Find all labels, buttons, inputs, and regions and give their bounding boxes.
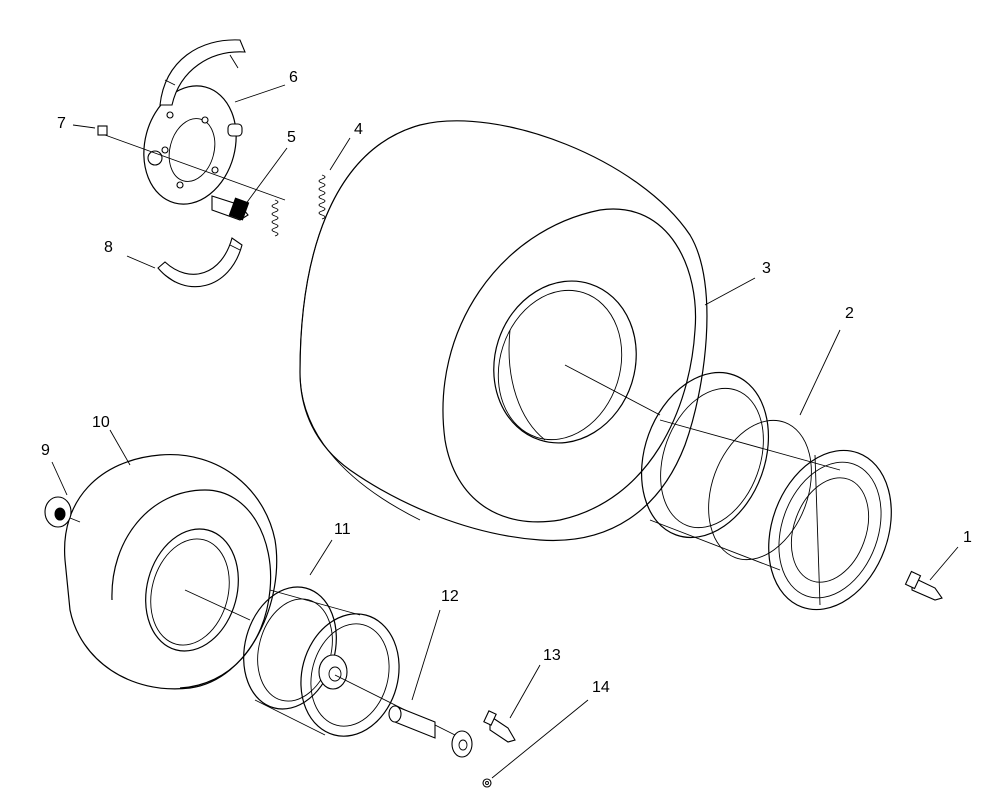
front-tire xyxy=(64,454,278,690)
rear-rim xyxy=(640,371,892,611)
callout-1: 1 xyxy=(963,529,972,546)
callout-9: 9 xyxy=(41,442,50,459)
rear-tire xyxy=(299,120,708,542)
valve-stem-large xyxy=(904,570,943,601)
axle-spacer xyxy=(388,705,473,758)
leader-lines xyxy=(51,84,959,779)
clip-7 xyxy=(97,125,108,136)
callout-2: 2 xyxy=(845,305,854,322)
grease-fitting xyxy=(482,778,492,788)
brake-backing-plate xyxy=(104,85,286,221)
callout-11: 11 xyxy=(334,521,351,538)
callout-5: 5 xyxy=(287,129,296,146)
callout-6: 6 xyxy=(289,69,298,86)
bushing-9 xyxy=(44,496,81,528)
spring-5 xyxy=(271,199,279,237)
callout-7: 7 xyxy=(57,115,66,132)
callout-4: 4 xyxy=(354,121,363,138)
callout-labels: 1 2 3 4 5 6 7 8 9 10 11 12 13 14 xyxy=(41,69,972,696)
callout-12: 12 xyxy=(441,588,459,605)
spring-4 xyxy=(318,174,326,220)
callout-13: 13 xyxy=(543,647,561,664)
callout-14: 14 xyxy=(592,679,610,696)
callout-10: 10 xyxy=(92,414,110,431)
valve-stem-small xyxy=(483,710,516,743)
brake-shoe-upper xyxy=(159,39,246,106)
callout-8: 8 xyxy=(104,239,113,256)
brake-shoe-lower xyxy=(157,237,243,288)
callout-3: 3 xyxy=(762,260,771,277)
